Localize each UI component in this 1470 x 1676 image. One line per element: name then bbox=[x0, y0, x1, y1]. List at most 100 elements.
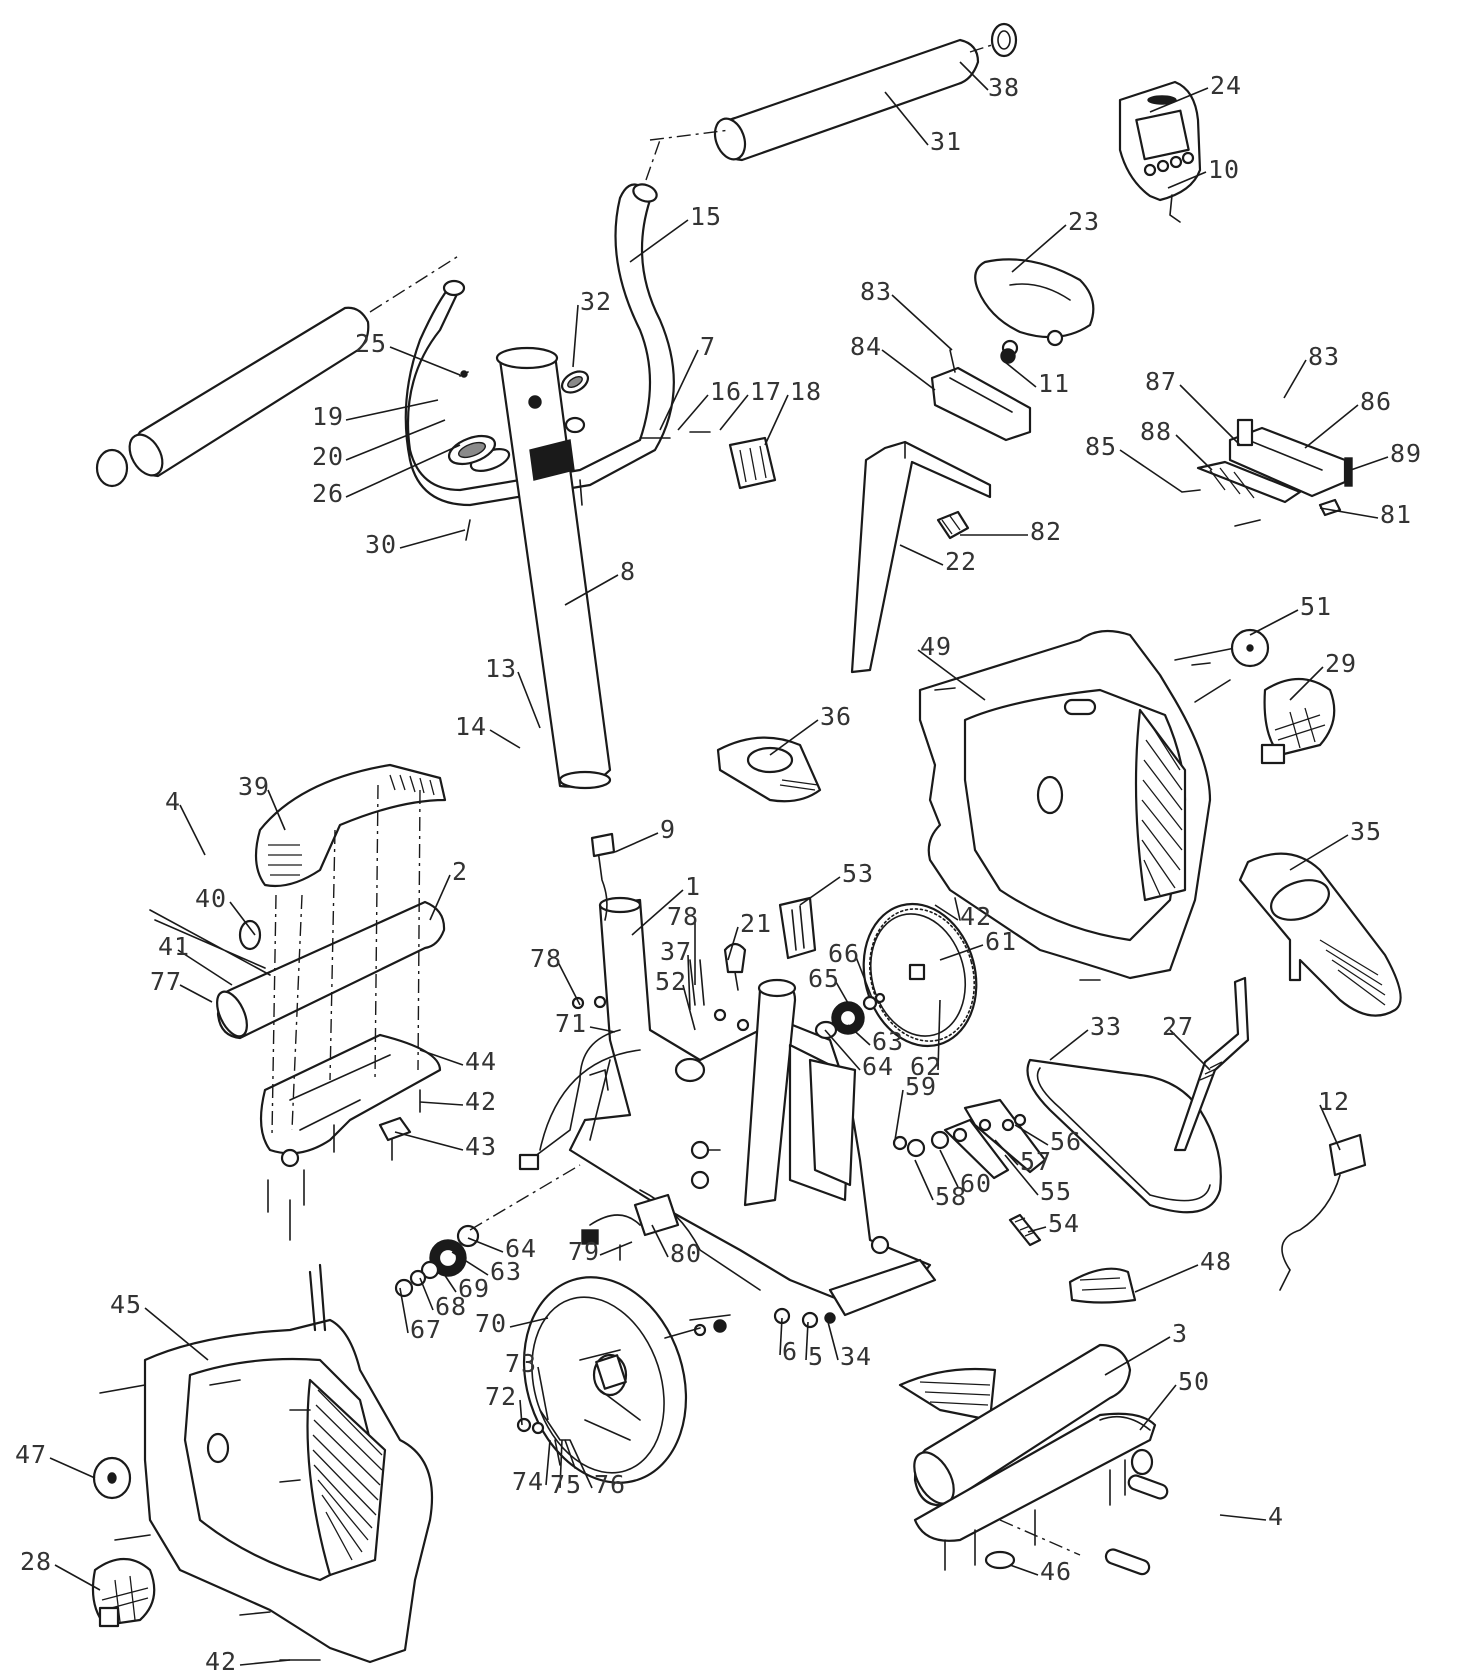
callout-label-c-23: 23 bbox=[1068, 207, 1100, 236]
seat bbox=[974, 258, 1095, 357]
callout-label-c-68: 68 bbox=[435, 1292, 467, 1321]
leader-line-c-2 bbox=[429, 874, 451, 921]
leader-line-c-42c bbox=[239, 1659, 291, 1666]
leader-line-c-29 bbox=[1289, 666, 1324, 701]
crank-disc bbox=[1230, 628, 1270, 668]
leader-line-c-64a bbox=[824, 1029, 861, 1071]
callout-label-c-15: 15 bbox=[690, 202, 722, 231]
leader-line-c-12 bbox=[1319, 1104, 1341, 1151]
right-cover-trim bbox=[1238, 852, 1402, 1017]
callout-label-c-83a: 83 bbox=[860, 277, 892, 306]
callout-label-c-4a: 4 bbox=[165, 787, 181, 816]
leader-line-c-23 bbox=[1011, 224, 1067, 273]
callout-label-c-48: 48 bbox=[1200, 1247, 1232, 1276]
leader-line-c-55 bbox=[1004, 1154, 1039, 1196]
leader-line-c-11 bbox=[1004, 361, 1037, 388]
callout-label-c-51: 51 bbox=[1300, 592, 1332, 621]
seat-post bbox=[850, 440, 992, 674]
leader-lines bbox=[49, 61, 1389, 1666]
callout-label-c-55: 55 bbox=[1040, 1177, 1072, 1206]
callout-label-c-74: 74 bbox=[512, 1467, 544, 1496]
spring bbox=[1008, 1213, 1042, 1247]
callout-label-c-42a: 42 bbox=[960, 902, 992, 931]
leader-line-c-74 bbox=[545, 1439, 551, 1486]
callout-label-c-61: 61 bbox=[985, 927, 1017, 956]
callout-label-c-57: 57 bbox=[1020, 1147, 1052, 1176]
callout-label-c-8: 8 bbox=[620, 557, 636, 586]
callout-label-c-22: 22 bbox=[945, 547, 977, 576]
leader-line-c-76 bbox=[569, 1439, 593, 1489]
callout-label-c-12: 12 bbox=[1318, 1087, 1350, 1116]
leader-line-c-87 bbox=[1179, 384, 1241, 446]
flywheel-tension-parts bbox=[516, 1409, 576, 1469]
leader-line-c-59 bbox=[894, 1089, 904, 1141]
callout-label-c-75: 75 bbox=[550, 1470, 582, 1499]
callout-label-c-66: 66 bbox=[828, 939, 860, 968]
callout-label-c-52: 52 bbox=[655, 967, 687, 996]
leader-line-c-89 bbox=[1344, 456, 1389, 473]
leader-line-c-79 bbox=[599, 1241, 633, 1256]
callout-label-c-13: 13 bbox=[485, 654, 517, 683]
leader-line-c-71 bbox=[589, 1026, 616, 1033]
leader-line-c-45 bbox=[144, 1307, 209, 1361]
seat-slider bbox=[930, 349, 1032, 442]
leader-line-c-63a bbox=[847, 1024, 871, 1046]
right-side-shroud bbox=[918, 629, 1261, 980]
leader-line-c-68 bbox=[419, 1277, 434, 1311]
leader-line-c-10 bbox=[1167, 171, 1207, 189]
callout-label-c-10: 10 bbox=[1208, 155, 1240, 184]
leader-line-c-5 bbox=[805, 1321, 809, 1361]
callout-label-c-44: 44 bbox=[465, 1047, 497, 1076]
leader-line-c-19 bbox=[345, 399, 439, 421]
callout-label-c-69: 69 bbox=[458, 1274, 490, 1303]
callout-label-c-7: 7 bbox=[700, 332, 716, 361]
callout-label-c-87: 87 bbox=[1145, 367, 1177, 396]
handlebar-post bbox=[469, 346, 612, 790]
callout-label-c-79: 79 bbox=[568, 1237, 600, 1266]
callout-label-c-21: 21 bbox=[740, 909, 772, 938]
callout-label-c-6: 6 bbox=[782, 1337, 798, 1366]
callout-label-c-16: 16 bbox=[710, 377, 742, 406]
rear-stabilizer-tube bbox=[913, 1343, 1132, 1507]
leader-line-c-83b bbox=[1283, 359, 1307, 399]
bearing-set-left bbox=[394, 1164, 581, 1298]
callout-label-c-50: 50 bbox=[1178, 1367, 1210, 1396]
left-side-shroud bbox=[99, 1263, 434, 1664]
leader-line-c-16 bbox=[677, 394, 709, 431]
leader-line-c-42a bbox=[934, 904, 959, 921]
leader-line-c-27 bbox=[1169, 1029, 1211, 1071]
callout-label-c-27: 27 bbox=[1162, 1012, 1194, 1041]
leader-line-c-81 bbox=[1319, 507, 1379, 519]
front-stabilizer-cover bbox=[254, 763, 447, 888]
leader-line-c-51 bbox=[1249, 609, 1299, 636]
leader-line-c-63b bbox=[451, 1251, 489, 1276]
leader-line-c-39 bbox=[267, 789, 286, 831]
pulse-sensor-right bbox=[560, 370, 590, 394]
callout-label-c-58: 58 bbox=[935, 1182, 967, 1211]
callout-label-c-45: 45 bbox=[110, 1290, 142, 1319]
tension-knob bbox=[728, 436, 777, 490]
leader-line-c-43 bbox=[394, 1131, 464, 1151]
callout-label-c-89: 89 bbox=[1390, 439, 1422, 468]
leader-line-c-47 bbox=[49, 1457, 96, 1479]
leader-line-c-58 bbox=[914, 1159, 934, 1201]
callout-label-c-32: 32 bbox=[580, 287, 612, 316]
flywheel-bolt bbox=[664, 1314, 731, 1339]
leader-line-c-42b bbox=[419, 1101, 464, 1106]
leader-line-c-53 bbox=[799, 876, 841, 906]
belt-pulley bbox=[862, 902, 978, 1048]
callout-label-c-83b: 83 bbox=[1308, 342, 1340, 371]
leader-line-c-73 bbox=[537, 1366, 549, 1421]
bolts-lower-center bbox=[773, 1307, 836, 1329]
leader-line-c-66 bbox=[855, 956, 873, 999]
leader-line-c-15 bbox=[629, 219, 689, 263]
callout-label-c-25: 25 bbox=[355, 329, 387, 358]
callout-label-c-73: 73 bbox=[505, 1349, 537, 1378]
callout-label-c-80: 80 bbox=[670, 1239, 702, 1268]
leader-line-c-33 bbox=[1049, 1029, 1089, 1061]
leader-line-c-48 bbox=[1134, 1264, 1199, 1293]
callout-label-c-64b: 64 bbox=[505, 1234, 537, 1263]
rear-stabilizer-cover bbox=[898, 1267, 1137, 1422]
callout-label-c-40: 40 bbox=[195, 884, 227, 913]
callout-label-c-64a: 64 bbox=[862, 1052, 894, 1081]
